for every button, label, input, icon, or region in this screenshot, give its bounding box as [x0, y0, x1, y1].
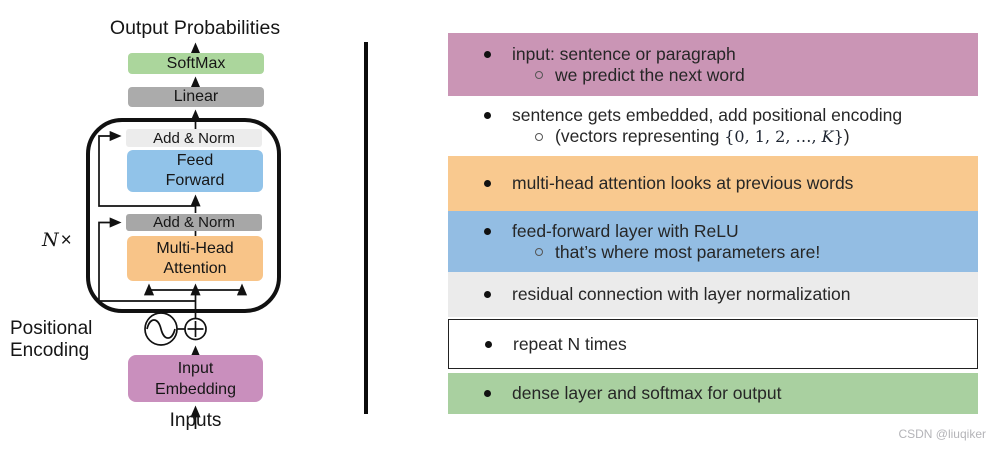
bullet-icon	[484, 50, 491, 58]
transformer-block-frame	[86, 118, 281, 313]
attention-line2: Attention	[163, 259, 227, 277]
inputs-label: Inputs	[169, 410, 222, 431]
feed-forward-box: Feed Forward	[127, 150, 263, 192]
positional-encoding-line2: Encoding	[10, 340, 90, 361]
sub-bullet-icon	[535, 71, 543, 79]
softmax-box: SoftMax	[128, 53, 264, 74]
note-row-attention: multi-head attention looks at previous w…	[448, 156, 978, 211]
multi-head-attention-box: Multi-Head Attention	[127, 236, 263, 281]
note-text: dense layer and softmax for output	[512, 383, 782, 403]
note-row-repeat: repeat N times	[448, 319, 978, 369]
bullet-icon	[485, 340, 492, 348]
sub-bullet-icon	[535, 248, 543, 256]
positional-encoding-line1: Positional	[10, 318, 93, 339]
note-text: sentence gets embedded, add positional e…	[512, 105, 903, 125]
feed-forward-line2: Forward	[165, 172, 225, 189]
note-row-softmax-output: dense layer and softmax for output	[448, 373, 978, 414]
note-text: residual connection with layer normaliza…	[512, 284, 851, 304]
math-set-notation: {0, 1, 2, …,	[724, 127, 822, 146]
note-sub-text: we predict the next word	[555, 64, 745, 85]
note-row-feed-forward: feed-forward layer with ReLU that’s wher…	[448, 211, 978, 272]
embedding-line2: Embedding	[155, 380, 236, 398]
sub-text-prefix: (vectors representing	[555, 126, 725, 146]
sub-text-suffix: )	[843, 126, 850, 146]
attention-line1: Multi-Head	[156, 239, 234, 257]
vertical-divider	[364, 42, 368, 414]
bullet-icon	[484, 291, 491, 298]
note-text: input: sentence or paragraph	[512, 43, 736, 64]
note-text: repeat N times	[513, 333, 627, 354]
note-row-embedding: sentence gets embedded, add positional e…	[448, 96, 978, 156]
note-row-residual: residual connection with layer normaliza…	[448, 272, 978, 317]
plus-circle-icon	[184, 317, 207, 341]
note-row-input: input: sentence or paragraph we predict …	[448, 33, 978, 96]
bullet-icon	[484, 390, 491, 397]
input-embedding-box: Input Embedding	[128, 355, 263, 402]
note-text: multi-head attention looks at previous w…	[512, 173, 854, 193]
add-norm-bottom-box: Add & Norm	[126, 214, 262, 231]
bullet-icon	[484, 227, 491, 235]
add-norm-top-box: Add & Norm	[126, 129, 262, 147]
sub-bullet-icon	[535, 132, 543, 141]
note-sub-text: that’s where most parameters are!	[555, 241, 821, 262]
positional-encoding-label: Positional Encoding	[10, 318, 130, 362]
embedding-line1: Input	[177, 359, 214, 377]
csdn-watermark: CSDN @liuqiker	[898, 427, 986, 441]
sine-wave-icon	[144, 312, 178, 346]
bullet-icon	[484, 180, 491, 187]
math-k-symbol: K	[821, 127, 834, 146]
note-sub-text: (vectors representing {0, 1, 2, …, K})	[555, 126, 850, 147]
output-probabilities-label: Output Probabilities	[109, 17, 281, 39]
times-symbol: ×	[60, 230, 72, 251]
feed-forward-line1: Feed	[176, 152, 214, 169]
math-close-brace: }	[833, 127, 844, 146]
note-text: feed-forward layer with ReLU	[512, 220, 739, 241]
positional-encoding-symbols	[144, 312, 207, 346]
linear-box: Linear	[128, 87, 264, 107]
n-times-label: N×	[42, 229, 86, 252]
n-symbol: N	[42, 229, 59, 251]
bullet-icon	[484, 112, 491, 119]
